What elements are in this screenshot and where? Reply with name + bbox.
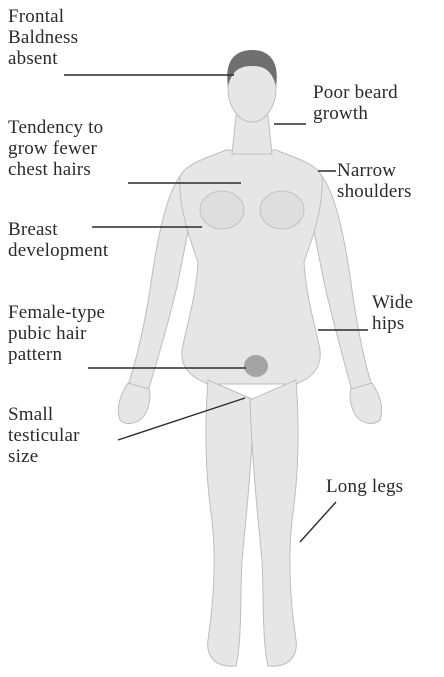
label-beard-growth: Poor beard growth [313,82,398,124]
torso [180,150,322,384]
breast-left [200,191,244,229]
left-leg [206,380,254,666]
pubic-hair [244,355,268,377]
label-pubic-hair-pattern: Female-type pubic hair pattern [8,302,105,365]
breast-right [260,191,304,229]
label-wide-hips: Wide hips [372,292,413,334]
right-leg [250,380,298,666]
label-frontal-baldness: Frontal Baldness absent [8,6,78,69]
label-testicular-size: Small testicular size [8,404,80,467]
label-long-legs: Long legs [326,476,403,497]
label-narrow-shoulders: Narrow shoulders [337,160,412,202]
label-breast-development: Breast development [8,219,108,261]
left-hand [118,383,150,423]
right-hand [350,383,382,423]
label-chest-hair: Tendency to grow fewer chest hairs [8,117,103,180]
leader-legs [300,502,336,542]
